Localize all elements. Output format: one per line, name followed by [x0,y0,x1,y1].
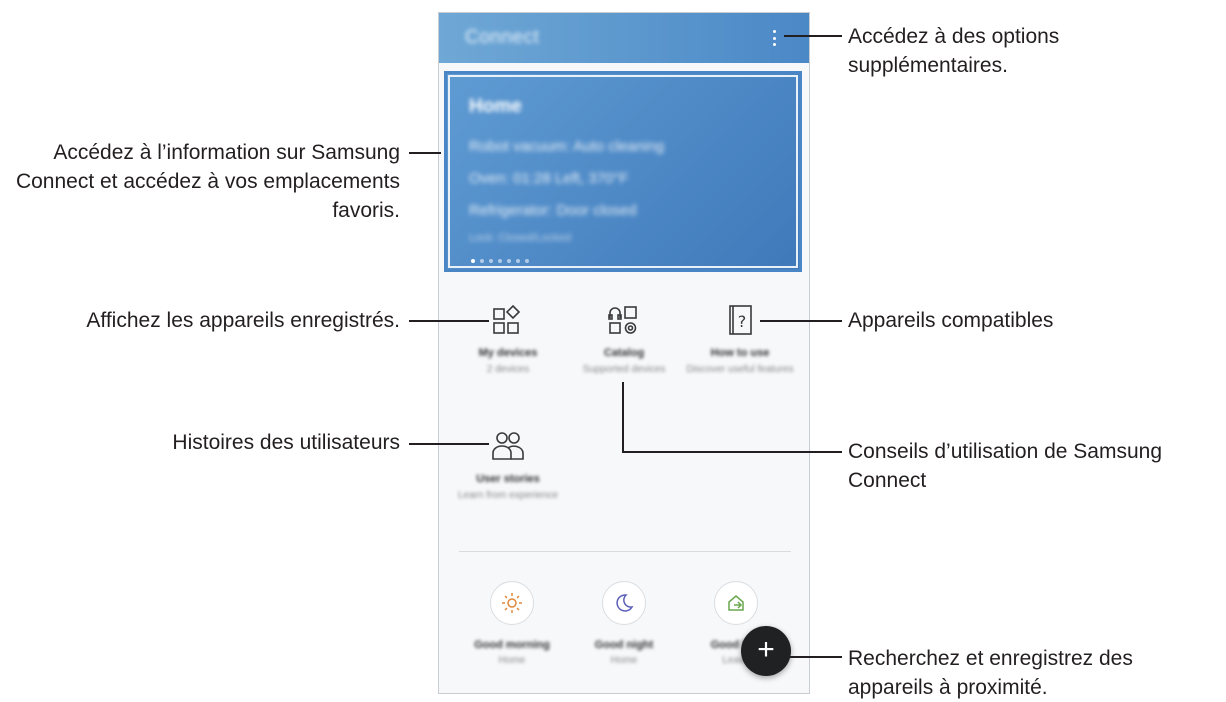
routine-circle [602,581,646,625]
grid-label: User stories [476,473,540,485]
how-to-use-button[interactable]: ? How to use Discover useful features [685,303,795,376]
svg-text:?: ? [738,312,747,331]
card-title: Home [469,96,522,117]
routine-circle [490,581,534,625]
add-device-button[interactable]: + [741,626,791,676]
more-options-icon[interactable] [769,26,779,50]
moon-icon [616,594,634,612]
callout-line-tips [622,451,842,453]
routine-label: Good morning [474,639,550,651]
routine-sub: Leave [722,655,750,666]
grid-label: Catalog [603,347,645,359]
grid-label: How to use [710,347,770,359]
card-line: Oven: 01:28 Left, 370°F [469,170,629,187]
card-line: Refrigerator: Door closed [469,202,637,219]
callout-more-options: Accédez à des options supplémentaires. [848,25,1060,77]
callout-tips: Conseils d’utilisation de Samsung Connec… [848,440,1163,492]
routine-label: Good night [594,639,654,651]
callout-info: Accédez à l’information sur Samsung Conn… [15,141,400,222]
callout-search-register: Recherchez et enregistrez des appareils … [848,647,1133,699]
catalog-icon [608,306,637,334]
user-stories-button[interactable]: User stories Learn from experience [453,429,563,502]
card-line: Lock: Closed/Locked [469,232,572,244]
routine-good-bye[interactable]: Good bye Leave [681,581,791,666]
help-icon: ? [729,305,752,335]
callout-line-info [409,152,441,154]
grid-sub: Learn from experience [457,490,559,501]
divider [459,551,791,552]
phone-screen: Connect Home Robot vacuum: Auto cleaning… [438,12,810,694]
callout-line-registered [409,320,489,322]
catalog-button[interactable]: Catalog Supported devices [569,303,679,376]
routine-sub: Home [610,655,638,666]
app-bar: Connect [439,13,809,63]
callout-line-search [790,656,842,658]
routine-good-night[interactable]: Good night Home [569,581,679,666]
grid-sub: 2 devices [486,364,530,375]
devices-icon [493,304,521,334]
callout-line-compatible [760,320,842,322]
callout-registered-devices: Affichez les appareils enregistrés. [86,309,400,332]
routine-sub: Home [498,655,526,666]
grid-label: My devices [478,347,538,359]
routine-good-morning[interactable]: Good morning Home [457,581,567,666]
callout-user-stories: Histoires des utilisateurs [172,431,400,454]
user-stories-icon [492,432,524,460]
callout-line-more-options [784,35,842,37]
page-indicator [471,259,529,263]
callout-line-user-stories [409,443,489,445]
grid-sub: Supported devices [582,364,666,375]
grid-sub: Discover useful features [686,364,794,375]
app-title: Connect [465,27,540,48]
my-devices-button[interactable]: My devices 2 devices [453,303,563,376]
routine-circle [714,581,758,625]
card-line: Robot vacuum: Auto cleaning [469,138,665,155]
callout-line-tips-vertical [622,382,624,453]
callout-compatible-devices: Appareils compatibles [848,309,1054,332]
home-card[interactable]: Home Robot vacuum: Auto cleaning Oven: 0… [444,71,802,272]
leave-home-icon [728,595,744,611]
sun-icon [502,593,522,613]
